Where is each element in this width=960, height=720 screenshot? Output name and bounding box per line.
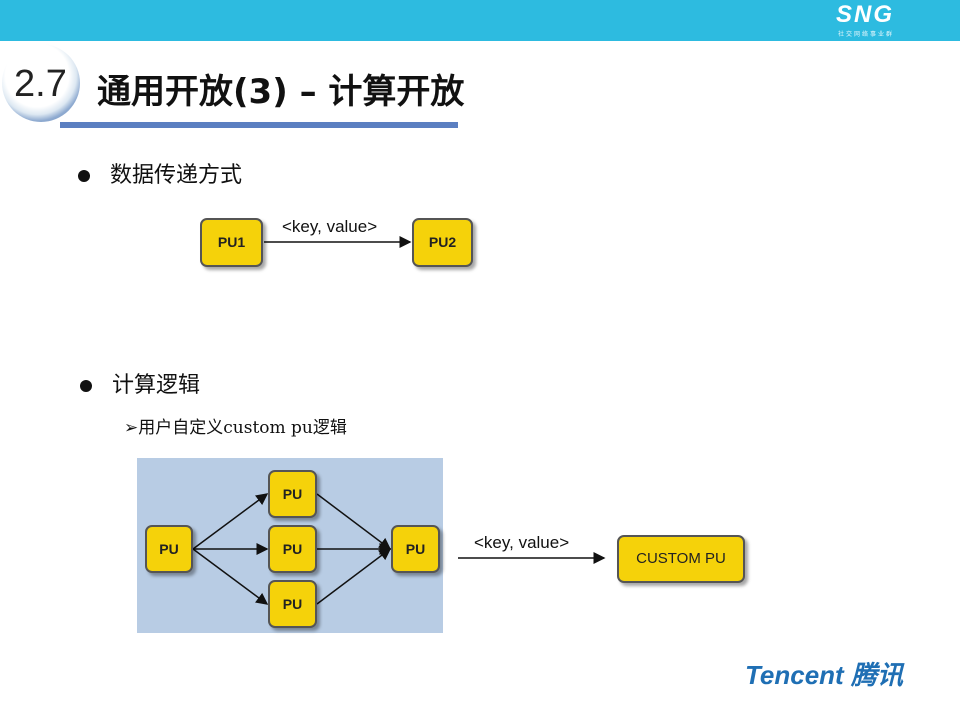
edge: [192, 548, 269, 605]
bullet-data-transfer: 数据传递方式: [110, 163, 243, 188]
tencent-logo: Tencent 腾讯: [745, 660, 903, 690]
title-underline: [60, 122, 458, 128]
edge-label: <key, value>: [282, 217, 378, 236]
sng-logo: SNG: [835, 1, 894, 28]
edge-label: <key, value>: [474, 533, 570, 552]
edge: [316, 548, 392, 605]
bullet-dot: [80, 380, 92, 392]
top-bar: [0, 0, 960, 41]
sng-logo-subtitle: 社交网络事业群: [837, 31, 894, 38]
node-pu-bottom: PU: [268, 580, 317, 628]
bullet-dot: [78, 170, 90, 182]
section-number: 2.7: [14, 63, 67, 105]
node-pu1: PU1: [200, 218, 263, 267]
edge: [316, 493, 392, 550]
node-pu-top: PU: [268, 470, 317, 518]
section-badge: [2, 44, 80, 122]
node-pu-source: PU: [145, 525, 193, 573]
bullet-compute-logic: 计算逻辑: [112, 373, 201, 398]
node-pu-sink: PU: [391, 525, 440, 573]
node-pu2: PU2: [412, 218, 473, 267]
page-title: 通用开放(3) – 计算开放: [97, 72, 465, 112]
node-custom-pu: CUSTOM PU: [617, 535, 745, 583]
node-pu-middle: PU: [268, 525, 317, 573]
sub-bullet-custom-pu: ➢用户自定义custom pu逻辑: [124, 418, 347, 438]
edge: [192, 493, 269, 550]
